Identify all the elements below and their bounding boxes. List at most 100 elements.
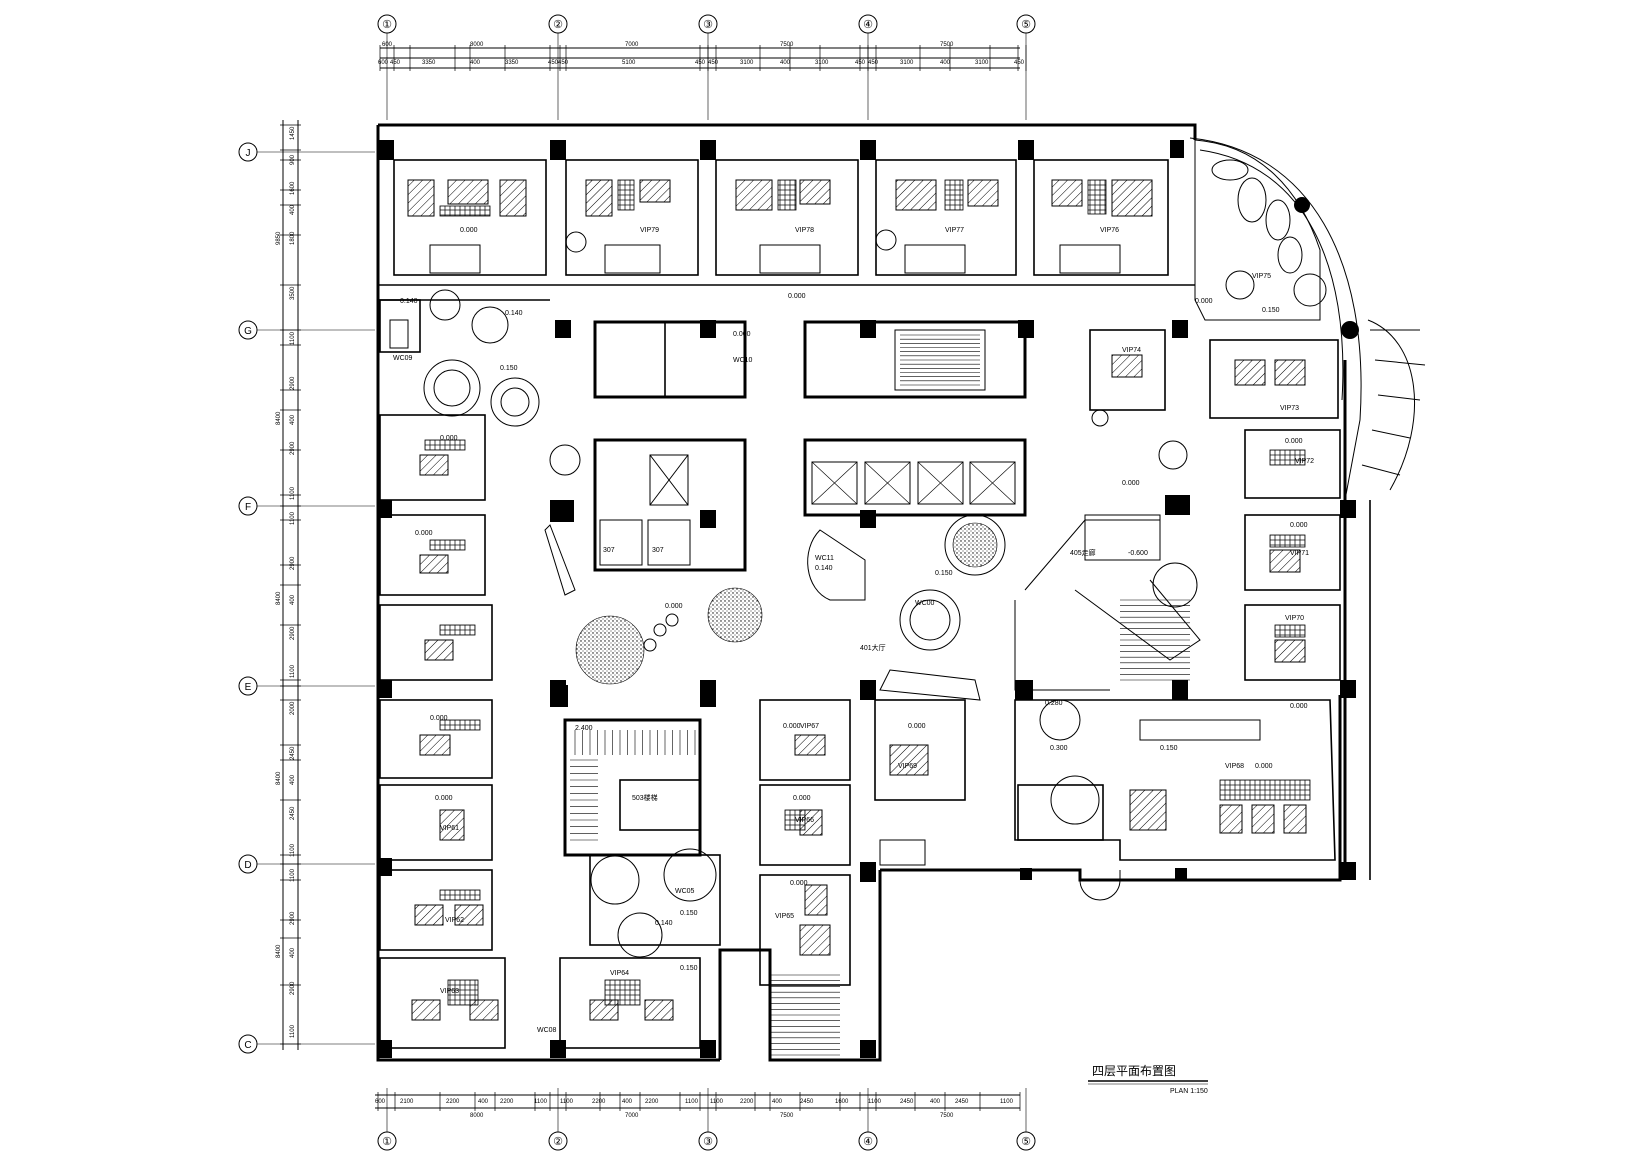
dim-text: 450 [855, 60, 866, 66]
dim-text: 2450 [800, 1099, 814, 1105]
dim-text: 1100 [685, 1099, 699, 1105]
dim-text: 8400 [276, 591, 282, 605]
room-label: VIP74 [1122, 347, 1141, 354]
axis-label: ④ [863, 19, 873, 31]
level-label: 0.140 [400, 298, 418, 305]
axis-label: ① [382, 19, 392, 31]
dim-text: 450 [558, 60, 569, 66]
room-label: VIP64 [610, 970, 629, 977]
center-lounge: WC11 WC00 0.140 0.150 [807, 514, 1006, 651]
axis-label: ② [553, 19, 563, 31]
room-label: WC05 [675, 888, 695, 895]
room-label: VIP63 [440, 988, 459, 995]
axis-label: ③ [703, 19, 713, 31]
room-label: VIP71 [1290, 550, 1309, 557]
left-axis-bubbles: J G F E D C [238, 142, 375, 1054]
axis-label: D [244, 860, 251, 871]
dim-text: 3100 [740, 60, 754, 66]
level-label: 0.000 [415, 530, 433, 537]
level-label: 0.150 [500, 365, 518, 372]
top-dim-labels: 600 8000 7000 7500 7500 600 450 3350 400… [378, 42, 1025, 66]
central-core: 307 307 WC10 0.000 [593, 320, 1027, 572]
level-label: 0.150 [680, 965, 698, 972]
dim-text: 1100 [290, 868, 296, 882]
dim-text: 7500 [780, 42, 794, 48]
drawing-scale: PLAN 1:150 [1170, 1088, 1208, 1095]
level-label: 0.000 [665, 603, 683, 610]
dim-text: 450 [695, 60, 706, 66]
level-label: 0.280 [1045, 700, 1063, 707]
dim-text: 2900 [290, 626, 296, 640]
room-label: VIP62 [445, 917, 464, 924]
dim-text: 400 [290, 947, 296, 958]
dim-text: 400 [478, 1099, 489, 1105]
dim-text: 450 [1014, 60, 1025, 66]
dim-text: 2200 [645, 1099, 659, 1105]
east-vip-rooms: VIP74 VIP73 VIP72 VIP71 VIP70 0.000 0.00… [1089, 329, 1341, 710]
level-label: 0.150 [680, 910, 698, 917]
room-label: VIP72 [1295, 458, 1314, 465]
dim-text: 400 [930, 1099, 941, 1105]
dim-text: 2900 [290, 376, 296, 390]
dim-text: 2450 [900, 1099, 914, 1105]
room-label: VIP70 [1285, 615, 1304, 622]
dim-text: 400 [290, 774, 296, 785]
level-label: 0.000 [1122, 480, 1140, 487]
dim-text: 2900 [290, 441, 296, 455]
level-label: -0.600 [1128, 550, 1148, 557]
room-label: VIP79 [640, 227, 659, 234]
south-center-vip-rooms: VIP67 VIP66 VIP65 0.000 0.000 0.000 [759, 699, 851, 986]
dim-text: 3100 [975, 60, 989, 66]
dim-text: 1100 [868, 1099, 882, 1105]
level-label: 0.150 [935, 570, 953, 577]
dim-text: 1100 [290, 664, 296, 678]
structural-columns [378, 140, 1359, 1058]
level-label: 0.140 [815, 565, 833, 572]
level-label: 0.000 [440, 435, 458, 442]
left-dim-labels: 1450 900 1600 400 1800 3500 1100 2900 40… [276, 126, 296, 1038]
level-label: 0.000 [1290, 522, 1308, 529]
room-label: VIP69 [898, 763, 917, 770]
dim-text: 400 [470, 60, 481, 66]
dim-text: 900 [290, 154, 296, 165]
level-label: 0.140 [655, 920, 673, 927]
dim-text: 3100 [815, 60, 829, 66]
room-label: WC10 [733, 357, 753, 364]
dim-text: 400 [622, 1099, 633, 1105]
axis-label: E [245, 682, 252, 693]
axis-label: ⑤ [1021, 19, 1031, 31]
drawing-title: 四层平面布置图 [1092, 1064, 1176, 1078]
dim-text: 2200 [592, 1099, 606, 1105]
dim-text: 450 [708, 60, 719, 66]
room-label: 401大厅 [860, 643, 886, 652]
bottom-dim-labels: 600 2100 2200 400 2200 1100 1100 2200 40… [375, 1099, 1014, 1119]
room-label: 503楼梯 [632, 793, 658, 802]
room-label: 405走廊 [1070, 548, 1096, 557]
title-block: 四层平面布置图 PLAN 1:150 [1088, 1064, 1208, 1095]
corridor-405: 405走廊 -0.600 0.000 [1014, 480, 1201, 691]
axis-label: ② [553, 1136, 563, 1148]
dim-text: 2900 [290, 556, 296, 570]
dim-text: 450 [868, 60, 879, 66]
dim-text: 2200 [740, 1099, 754, 1105]
dim-text: 8400 [276, 944, 282, 958]
room-label: VIP61 [440, 825, 459, 832]
dim-text: 400 [940, 60, 951, 66]
level-label: 0.000 [1290, 703, 1308, 710]
level-label: 0.000 [430, 715, 448, 722]
room-label: VIP75 [1252, 273, 1271, 280]
dim-text: 8000 [470, 42, 484, 48]
axis-label: C [244, 1040, 251, 1051]
west-lounge: 0.140 0.140 0.150 [379, 289, 540, 427]
top-vip-labels: VIP79 VIP78 VIP77 VIP76 0.000 0.000 0.00… [460, 227, 1213, 305]
dim-text: 8400 [276, 771, 282, 785]
axis-label: ④ [863, 1136, 873, 1148]
west-vip-labels: VIP63 VIP64 VIP62 VIP61 WC09 WC08 0.000 … [393, 355, 698, 1034]
level-label: 0.000 [788, 293, 806, 300]
dim-text: 2900 [290, 911, 296, 925]
dim-text: 1100 [290, 1024, 296, 1038]
room-label: VIP66 [795, 817, 814, 824]
dim-text: 7500 [940, 42, 954, 48]
room-label: WC11 [815, 555, 834, 562]
dim-text: 7000 [625, 1113, 639, 1119]
